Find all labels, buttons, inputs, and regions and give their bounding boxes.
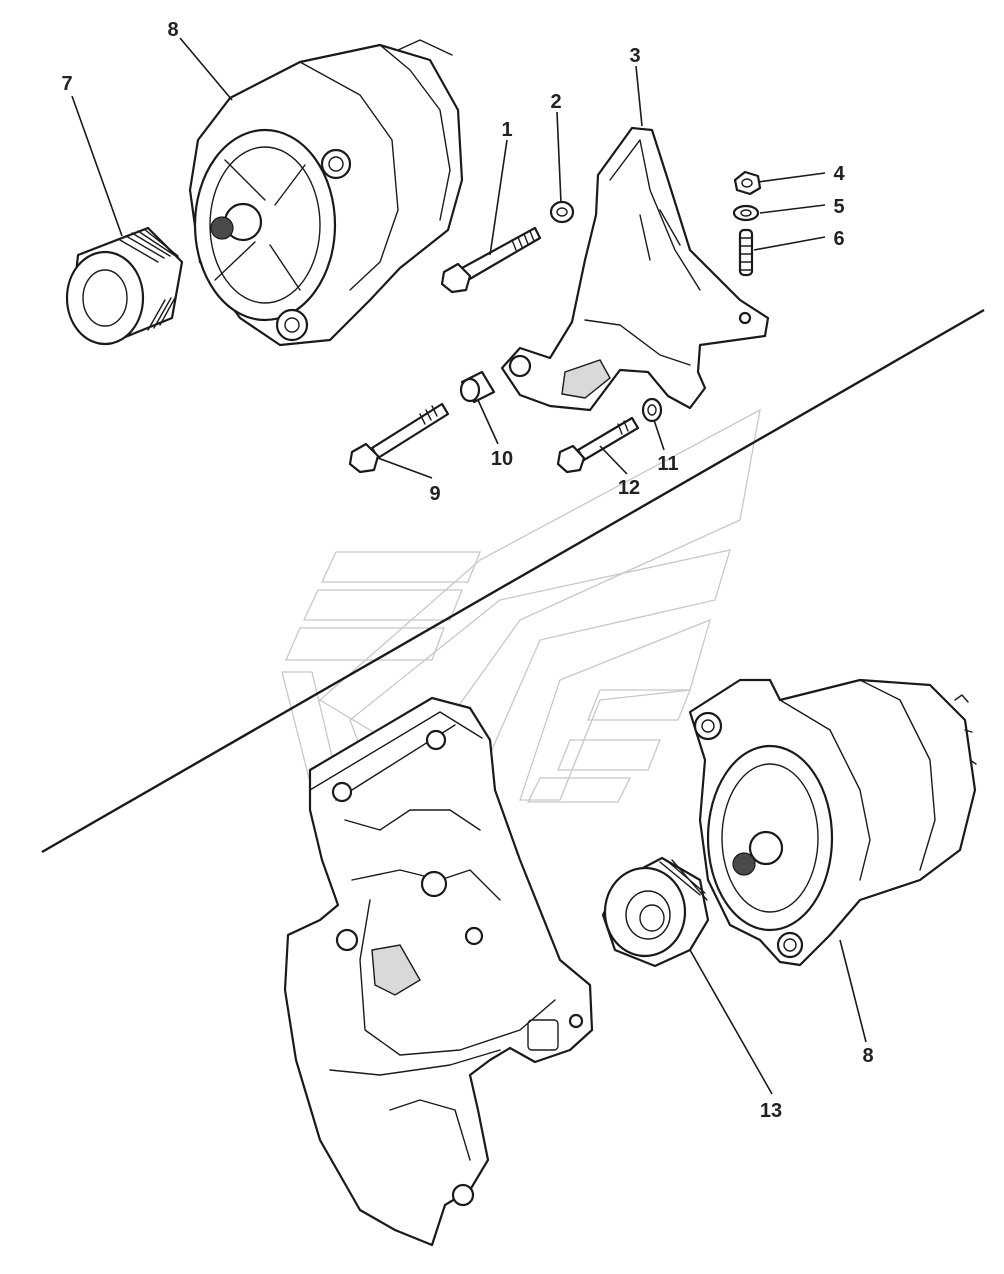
callout-13: 13 (760, 1100, 782, 1122)
sleeve-10 (459, 370, 496, 404)
callout-3: 3 (629, 45, 640, 67)
alternator-bottom (688, 678, 977, 967)
callout-10: 10 (491, 448, 513, 470)
leader-lines (71, 37, 867, 1095)
alternator-top (188, 39, 464, 347)
callout-6: 6 (833, 228, 844, 250)
callout-9: 9 (429, 483, 440, 505)
callout-1: 1 (501, 119, 512, 141)
bolt-9 (348, 402, 450, 474)
callout-8-bottom: 8 (862, 1045, 873, 1067)
washer-2 (549, 200, 575, 224)
bolt-12 (556, 416, 640, 474)
callout-11: 11 (657, 453, 678, 475)
nut-4 (733, 170, 762, 196)
mounting-bracket (283, 696, 594, 1247)
bracket-3 (500, 126, 770, 412)
callout-2: 2 (550, 91, 561, 113)
pulley-13 (601, 856, 710, 968)
callout-5: 5 (833, 196, 844, 218)
pulley-small (65, 226, 184, 346)
callout-12: 12 (618, 477, 640, 499)
callout-7: 7 (61, 73, 72, 95)
callout-8-top: 8 (167, 19, 178, 41)
callout-labels: 1 2 3 4 5 6 7 8 8 9 10 11 12 13 (61, 19, 873, 1122)
bolt-1 (440, 226, 542, 294)
stud-6 (738, 228, 754, 277)
washer-5 (732, 204, 760, 222)
separator-line (41, 308, 985, 854)
callout-4: 4 (833, 163, 845, 185)
washer-11 (641, 397, 663, 423)
